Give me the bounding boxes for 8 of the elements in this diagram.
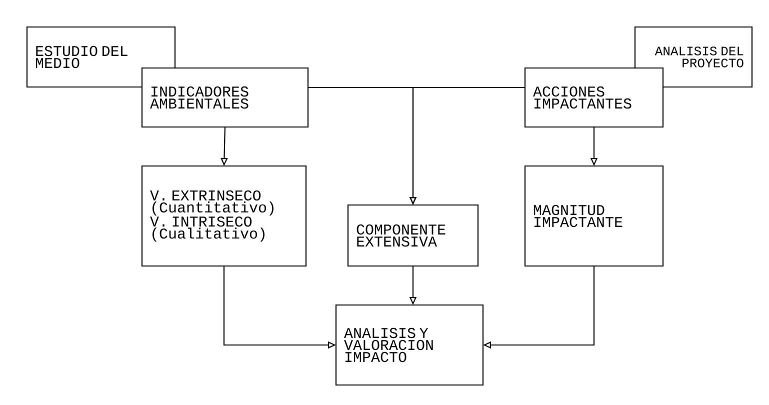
- process-box: MAGNITUD IMPACTANTE: [524, 165, 664, 267]
- process-box: ESTUDIO DEL MEDIO: [26, 26, 176, 88]
- process-box: COMPONENTE EXTENSIVA: [347, 204, 479, 267]
- process-box: ANALISIS Y VALORACION IMPACTO: [335, 304, 484, 386]
- process-box: ACCIONES IMPACTANTES: [524, 67, 664, 128]
- process-box: INDICADORES AMBIENTALES: [141, 67, 309, 128]
- process-box: V. EXTRINSECO (Cuantitativo) V. INTRISECO (Cualitativo): [141, 165, 307, 267]
- process-box: ANALISIS DEL PROYECTO: [634, 26, 753, 88]
